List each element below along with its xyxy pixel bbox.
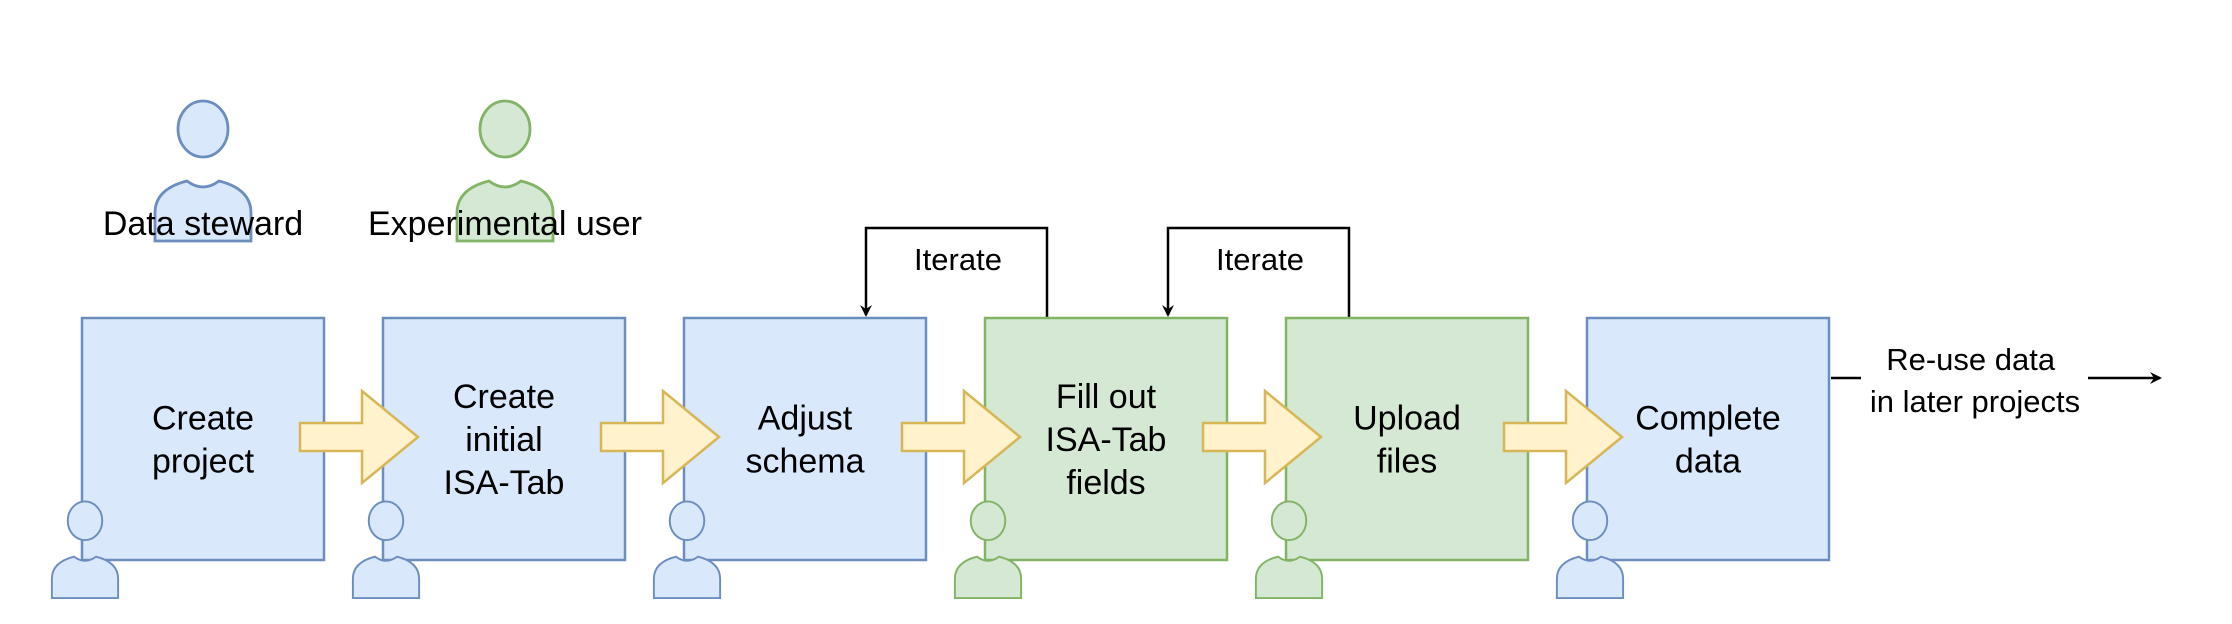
step-label-line: Create: [453, 378, 555, 416]
step-label-6: Complete data: [1635, 400, 1781, 481]
step-label-line: Complete: [1635, 400, 1781, 438]
step-label-line: schema: [745, 443, 864, 481]
iterate-label-2: Iterate: [1216, 242, 1304, 277]
step-box-6: Complete data: [1555, 316, 1831, 600]
flow-arrow-5: [1502, 388, 1624, 486]
legend-steward-label: Data steward: [103, 205, 303, 243]
steward-person-icon: [1555, 500, 1625, 600]
flow-arrow-1: [298, 388, 420, 486]
step-box-5: Upload files: [1254, 316, 1530, 600]
iterate-loop-1: Iterate: [860, 226, 1049, 318]
steward-person-icon: [351, 500, 421, 600]
step-label-line: files: [1377, 443, 1437, 481]
step-label-line: initial: [465, 421, 542, 459]
reuse-label-line-1: Re-use data: [1886, 342, 2056, 377]
iterate-loop-2: Iterate: [1162, 226, 1351, 318]
step-box-1: Create project: [50, 316, 326, 600]
legend-user-label: Experimental user: [368, 205, 642, 243]
step-label-line: ISA-Tab: [1046, 421, 1167, 459]
user-person-icon: [1254, 500, 1324, 600]
step-label-line: fields: [1066, 464, 1145, 502]
step-label-line: data: [1675, 443, 1741, 481]
legend: Data steward Experimental user: [103, 99, 642, 243]
step-label-line: ISA-Tab: [444, 464, 565, 502]
step-label-line: project: [152, 443, 255, 481]
user-person-icon: [953, 500, 1023, 600]
flow-arrow-4: [1201, 388, 1323, 486]
reuse-label-line-2: in later projects: [1870, 384, 2080, 419]
step-label-5: Upload files: [1353, 400, 1461, 481]
step-label-line: Create: [152, 400, 254, 438]
step-label-line: Fill out: [1056, 378, 1157, 416]
steward-person-icon: [50, 500, 120, 600]
legend-steward-icon: [153, 99, 253, 243]
step-label-1: Create project: [152, 400, 255, 481]
steward-person-icon: [652, 500, 722, 600]
step-label-3: Adjust schema: [745, 400, 864, 481]
reuse-output: Re-use data in later projects: [1831, 342, 2162, 419]
iterate-label-1: Iterate: [914, 242, 1002, 277]
step-box-3: Adjust schema: [652, 316, 928, 600]
flow-arrow-2: [599, 388, 721, 486]
reuse-label: Re-use data in later projects: [1870, 342, 2080, 419]
legend-user-icon: [455, 99, 555, 243]
flow-arrow-3: [900, 388, 1022, 486]
step-label-line: Upload: [1353, 400, 1461, 438]
step-label-line: Adjust: [758, 400, 853, 438]
